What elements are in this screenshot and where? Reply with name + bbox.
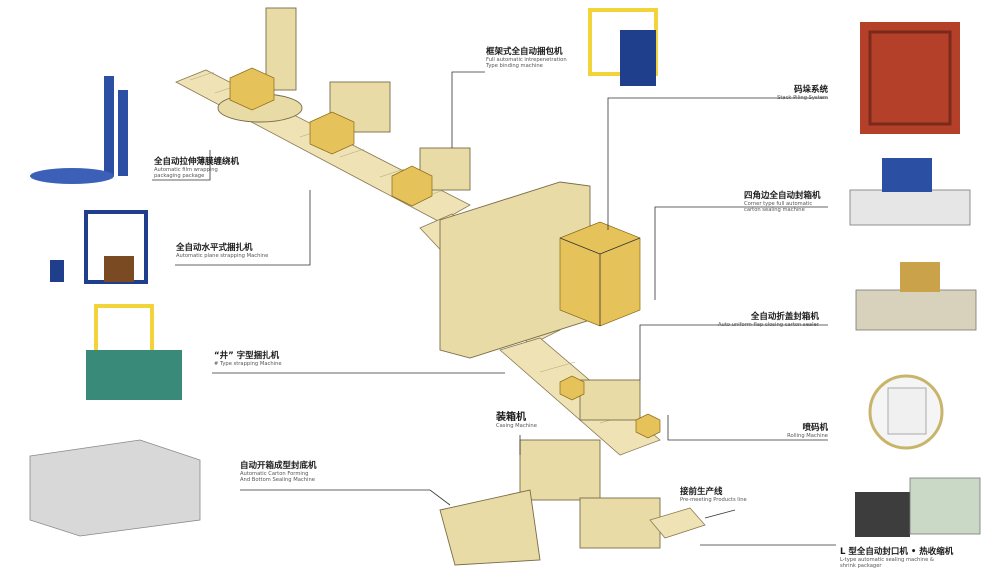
label-cn: 四角边全自动封箱机	[744, 191, 821, 201]
label-cn: 全自动拉伸薄膜缠绕机	[154, 157, 240, 167]
label-cn: 装箱机	[496, 412, 526, 423]
label-stack: 码垛系统 Stack Piling System	[770, 85, 828, 102]
label-fold-seal: 全自动折盖封箱机 Auto uniform flap closing carto…	[718, 312, 819, 329]
lower-machines	[439, 375, 706, 566]
label-en: carton sealing machine	[744, 206, 805, 213]
label-packing: 装箱机 Casing Machine	[496, 412, 537, 429]
film-wrap-machine-icon	[30, 76, 128, 184]
label-en: Stack Piling System	[777, 94, 828, 101]
label-cn: L 型全自动封口机 • 热收缩机	[840, 547, 954, 557]
l-sealer-shrink-icon	[855, 477, 981, 537]
label-cn: 全自动折盖封箱机	[750, 312, 819, 322]
label-en: Corner type full automatic	[744, 200, 813, 207]
label-preline: 接前生产线 Pre-meeting Products line	[680, 487, 747, 504]
label-en: Casing Machine	[496, 422, 537, 429]
label-frame-strap: 框架式全自动捆包机 Full automatic intrepenetratio…	[486, 47, 567, 70]
label-coding: 喷码机 Rolling Machine	[780, 423, 828, 440]
label-l-seal: L 型全自动封口机 • 热收缩机 L-type automatic sealin…	[840, 547, 954, 570]
label-en: Rolling Machine	[787, 432, 828, 439]
label-en: Automatic film wrapping	[154, 166, 218, 173]
label-en: Automatic Carton Forming	[240, 470, 309, 477]
palletizer	[439, 181, 641, 359]
label-cn: 接前生产线	[680, 487, 723, 497]
carton-erector-icon	[29, 439, 201, 537]
flap-sealer-icon	[855, 262, 977, 331]
frame-strapping-machine-icon	[588, 8, 658, 86]
label-cn: 框架式全自动捆包机	[486, 47, 563, 57]
label-en: Auto uniform flap closing carton sealer	[718, 321, 819, 328]
label-cn: 喷码机	[802, 423, 828, 433]
inkjet-coder-icon	[868, 374, 944, 450]
label-en: Full automatic intrepenetration	[486, 56, 567, 63]
label-en: Pre-meeting Products line	[680, 496, 747, 503]
corner-sealer-icon	[849, 158, 971, 226]
strap-station	[309, 81, 391, 155]
label-cn: “井” 字型捆扎机	[214, 351, 280, 361]
label-en: packaging package	[154, 172, 205, 179]
wrap-station	[217, 7, 303, 123]
label-cn: 全自动水平式捆扎机	[176, 243, 253, 253]
horizontal-strapping-machine-icon	[50, 210, 148, 284]
label-en: And Bottom Sealing Machine	[240, 476, 315, 483]
label-en: Automatic plane strapping Machine	[176, 252, 269, 259]
label-en: Type binding machine	[486, 62, 543, 69]
stacking-system-photo	[860, 22, 960, 134]
label-open-seal: 自动开箱成型封底机 Automatic Carton Forming And B…	[240, 461, 317, 484]
label-cn: 自动开箱成型封底机	[240, 461, 317, 471]
label-en: # Type strapping Machine	[214, 360, 282, 367]
label-cn: 码垛系统	[793, 85, 828, 95]
leader-lines	[152, 71, 836, 546]
label-en: L-type automatic sealing machine &	[840, 556, 934, 563]
label-corner-seal: 四角边全自动封箱机 Corner type full automatic car…	[744, 191, 821, 214]
label-film-wrap: 全自动拉伸薄膜缠绕机 Automatic film wrapping packa…	[154, 157, 240, 180]
strapping-machine-icon	[86, 304, 182, 400]
label-well-strap: “井” 字型捆扎机 # Type strapping Machine	[214, 351, 282, 368]
label-horizontal-strap: 全自动水平式捆扎机 Automatic plane strapping Mach…	[176, 243, 269, 260]
seal-station	[391, 147, 471, 207]
label-en: shrink packager	[840, 562, 882, 569]
